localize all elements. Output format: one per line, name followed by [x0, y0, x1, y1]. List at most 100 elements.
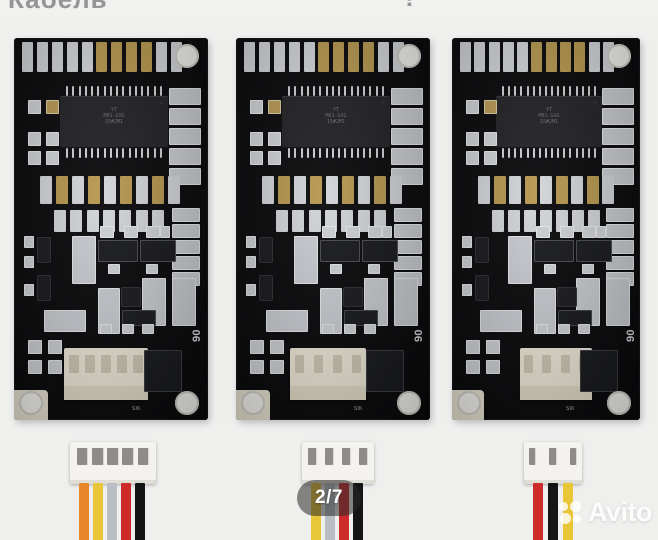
board-2-transistor: [344, 288, 362, 306]
board-2-cap: [294, 236, 318, 284]
board-1-ic-marking: YT M01-GXG 15#2M1: [103, 107, 125, 126]
board-2-smd: [250, 151, 263, 165]
board-1-smd: [146, 264, 158, 274]
jst-cable-1[interactable]: [70, 442, 172, 540]
board-2-chip: [344, 310, 378, 326]
board-1-transistor: [38, 238, 50, 262]
board-1-right-pad: [169, 148, 201, 165]
board-2-smd: [268, 100, 281, 114]
board-3-cap-label: 1000: [594, 308, 601, 320]
board-2-smd: [250, 132, 263, 146]
board-3-ic-marking: YT M01-GXG 15#2M1: [538, 107, 560, 126]
cable-2-plug[interactable]: [302, 442, 374, 484]
board-1-right-pad: [169, 88, 201, 105]
board-2-silk-90: 90: [413, 329, 426, 342]
board-2-smd: [270, 340, 284, 354]
board-2-cap-label: 1000: [274, 315, 286, 321]
avito-logo-icon: [559, 500, 583, 525]
board-2-smd: [270, 360, 284, 374]
board-2-edge-label: SIK: [354, 406, 363, 412]
page-indicator-label: 2/7: [315, 487, 343, 508]
board-2-smd: [394, 208, 422, 222]
board-3-cap-label: 1000: [520, 266, 526, 278]
board-2-main-ic: YT M01-GXG 15#2M1: [282, 96, 390, 148]
board-2-jst-slots: [294, 355, 362, 373]
board-1-cap-label: 1000: [52, 315, 64, 321]
board-2-jst-connector[interactable]: [290, 348, 366, 400]
board-3-smd: [606, 256, 634, 270]
board-2-mid-smd-row: [262, 176, 402, 204]
board-3-mount-hole-br: [607, 391, 631, 415]
board-2-ic-marking: YT M01-GXG 15#2M1: [325, 107, 347, 126]
board-1-right-pad: [169, 128, 201, 145]
pcb-board-1[interactable]: YT M01-GXG 15#2M1: [14, 38, 208, 420]
board-3-smd: [606, 224, 634, 238]
board-1-smd: [28, 132, 41, 146]
cable-3-plug-teeth: [528, 447, 578, 465]
board-3-main-ic: YT M01-GXG 15#2M1: [496, 96, 602, 148]
board-1-smd: [100, 226, 114, 238]
board-3-chip: [580, 350, 618, 392]
pcb-board-2[interactable]: YT M01-GXG 15#2M1: [236, 38, 430, 420]
board-1-chip: [122, 310, 156, 326]
board-2-smd: [368, 226, 382, 238]
avito-watermark-text: Avito: [588, 497, 653, 527]
jst-cable-3[interactable]: [524, 442, 600, 540]
board-3-right-pad: [602, 88, 634, 105]
board-3-smd: [462, 236, 472, 248]
board-3-ic-pins-top: [502, 86, 596, 96]
board-2-chip: [362, 240, 398, 262]
pcb-board-3[interactable]: YT M01-GXG 15#2M1: [452, 38, 640, 420]
board-3-smd: [484, 151, 497, 165]
board-1-smd: [160, 226, 170, 238]
board-2-mount-hole-br: [397, 391, 421, 415]
board-1-transistor: [38, 276, 50, 300]
board-2-smd: [250, 100, 263, 114]
board-3-smd: [536, 324, 548, 334]
board-3-smd: [466, 100, 479, 114]
cable-3-plug[interactable]: [524, 442, 582, 484]
board-1-smd: [46, 151, 59, 165]
board-3-smd: [466, 151, 479, 165]
board-1-main-ic: YT M01-GXG 15#2M1: [60, 96, 168, 148]
cable-2-plug-teeth: [307, 447, 369, 465]
board-1-cap-label: 1000: [190, 308, 197, 320]
board-1-right-pad: [169, 108, 201, 125]
board-1-smd: [142, 324, 154, 334]
board-2-transistor: [260, 276, 272, 300]
cable-1-plug[interactable]: [70, 442, 156, 484]
board-1-smd: [172, 240, 200, 254]
board-3-smd: [582, 264, 594, 274]
board-1-smd: [108, 264, 120, 274]
cropped-header-strip: Кабель ?: [0, 0, 658, 16]
board-1-jst-connector[interactable]: [64, 348, 148, 400]
board-2-smd: [382, 226, 392, 238]
board-2-jst-base: [290, 386, 366, 400]
board-2-smd: [394, 256, 422, 270]
board-2-smd: [394, 240, 422, 254]
board-1-cap-label: 1000: [84, 266, 90, 278]
board-1-smd: [24, 256, 34, 268]
board-3-smd: [466, 132, 479, 146]
board-1-ic-pins-bottom: [66, 148, 162, 158]
board-3-mid-smd-row: [478, 176, 614, 204]
board-2-cap-label: 1000: [382, 308, 389, 320]
board-3-cap: [508, 236, 532, 284]
board-1-chip: [144, 350, 182, 392]
board-3-smd: [462, 284, 472, 296]
board-3-cap: [606, 278, 630, 326]
board-1-mid-smd-row: [40, 176, 180, 204]
board-2-chip: [320, 240, 360, 262]
board-3-smd: [486, 360, 500, 374]
board-1-smd: [46, 100, 59, 114]
board-3-silk-90: 90: [625, 329, 638, 342]
board-2-smd: [268, 132, 281, 146]
board-2-mount-hole-bl: [241, 391, 265, 415]
board-3-edge-label: SIK: [566, 406, 575, 412]
board-1-smd: [172, 208, 200, 222]
board-3-smd: [484, 100, 497, 114]
board-1-cap: [44, 310, 86, 332]
board-3-smd: [484, 132, 497, 146]
board-1-smd: [146, 226, 160, 238]
